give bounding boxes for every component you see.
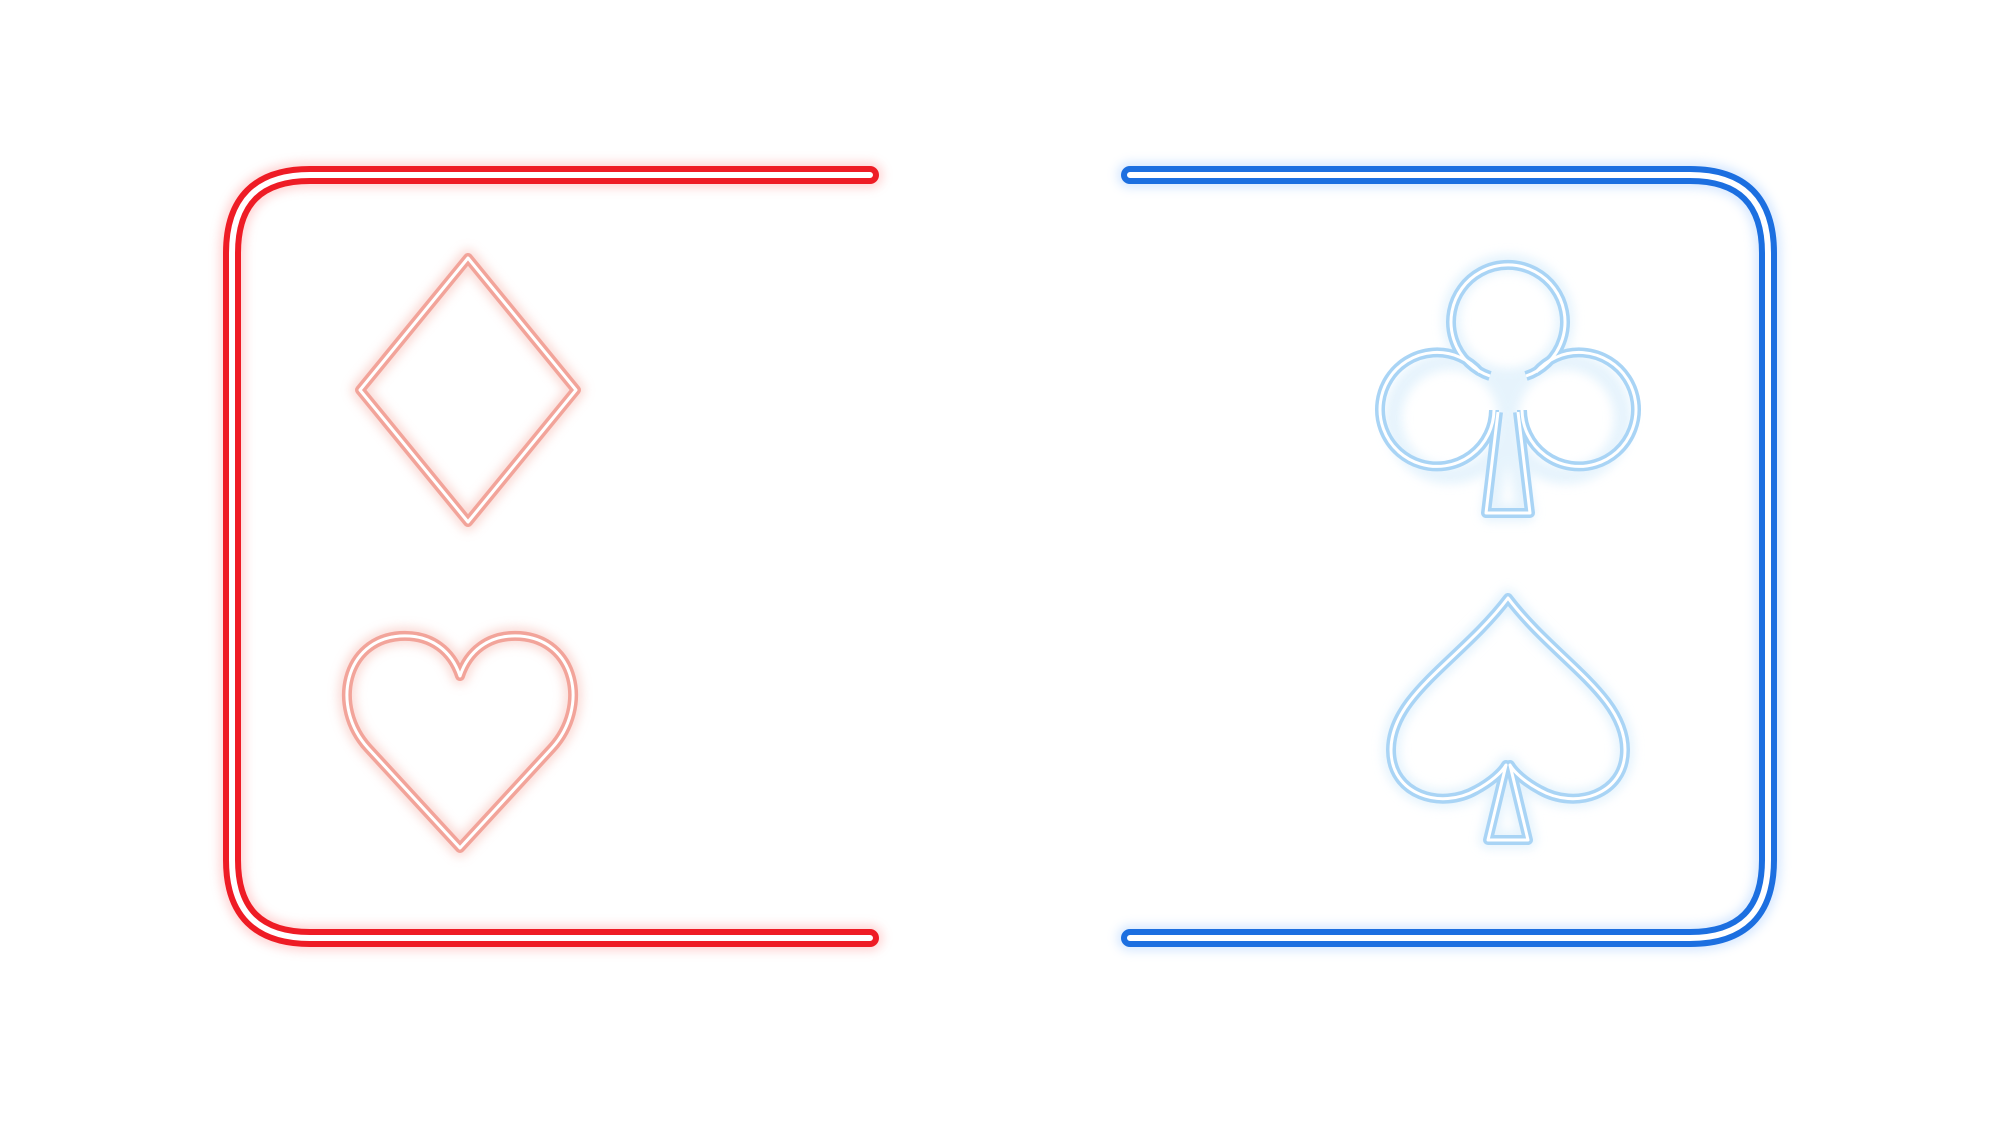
left-frame-glow — [219, 162, 883, 951]
right-frame-tube — [1121, 166, 1777, 947]
right-frame — [1117, 162, 1781, 951]
left-frame — [219, 162, 883, 951]
right-frame-glow — [1117, 162, 1781, 951]
spade-icon — [1382, 589, 1634, 849]
left-frame-tube — [223, 166, 879, 947]
club-icon — [1375, 254, 1641, 522]
right-frame-core — [1127, 172, 1771, 941]
diamond-icon — [351, 249, 585, 531]
heart-icon — [337, 626, 583, 857]
left-frame-core — [229, 172, 873, 941]
